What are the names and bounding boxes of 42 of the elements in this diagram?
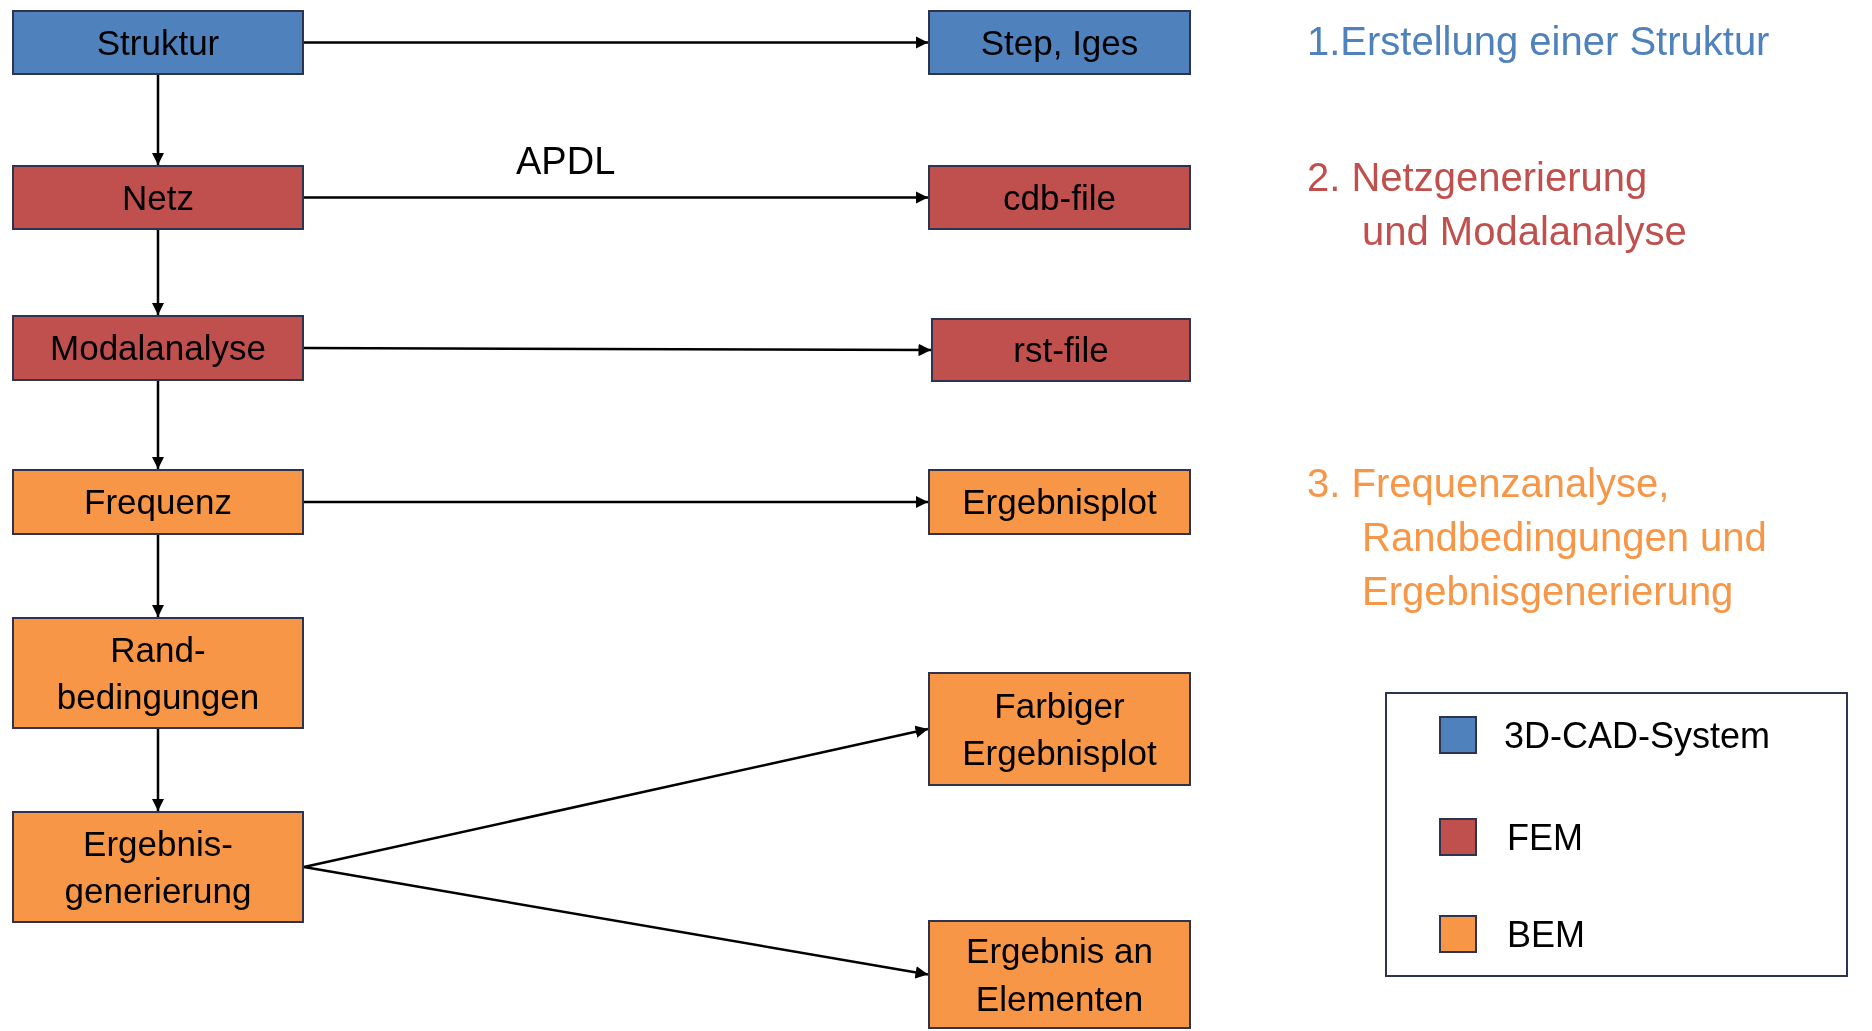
- process-box: [931, 318, 1191, 382]
- arrow: [151, 729, 165, 811]
- legend-label: FEM: [1507, 817, 1583, 859]
- process-box: [12, 811, 304, 923]
- box-label: Netz: [122, 176, 194, 219]
- process-box: [12, 10, 304, 75]
- process-box: [928, 920, 1191, 1029]
- edge-label: APDL: [516, 139, 616, 183]
- arrow: [151, 535, 165, 617]
- process-box: [12, 165, 304, 230]
- process-box: [12, 469, 304, 535]
- box-label: Farbiger Ergebnisplot: [961, 684, 1158, 774]
- section-heading: 1.Erstellung einer Struktur: [1307, 18, 1771, 65]
- section-heading: 3. Frequenzanalyse, Randbedingungen und Ergebnisgenerierung: [1307, 460, 1768, 615]
- process-box: [12, 617, 304, 729]
- process-box: [928, 165, 1191, 230]
- arrow: [304, 495, 928, 509]
- process-box: [928, 10, 1191, 75]
- arrow: [151, 230, 165, 315]
- legend-label: BEM: [1507, 914, 1585, 956]
- arrow: [151, 381, 165, 469]
- box-label: Ergebnis- generierung: [63, 822, 253, 912]
- box-label: Ergebnis an Elementen: [965, 930, 1154, 1020]
- process-box: [928, 469, 1191, 535]
- legend-label: 3D-CAD-System: [1504, 715, 1771, 757]
- arrow: [151, 75, 165, 165]
- arrow: [304, 343, 931, 357]
- arrow: [304, 36, 928, 49]
- arrow: [303, 865, 929, 979]
- box-label: Modalanalyse: [50, 327, 266, 370]
- section-heading: 2. Netzgenerierung und Modalanalyse: [1307, 154, 1688, 255]
- box-label: Struktur: [96, 21, 220, 64]
- box-label: rst-file: [1013, 329, 1109, 372]
- process-box: [12, 315, 304, 381]
- box-label: Step, Iges: [980, 21, 1139, 64]
- box-label: Ergebnisplot: [962, 481, 1157, 524]
- process-box: [928, 672, 1191, 786]
- box-label: cdb-file: [1003, 176, 1116, 219]
- arrow: [303, 725, 929, 869]
- box-label: Frequenz: [84, 481, 232, 524]
- arrow: [304, 191, 928, 204]
- box-label: Rand- bedingungen: [55, 628, 261, 718]
